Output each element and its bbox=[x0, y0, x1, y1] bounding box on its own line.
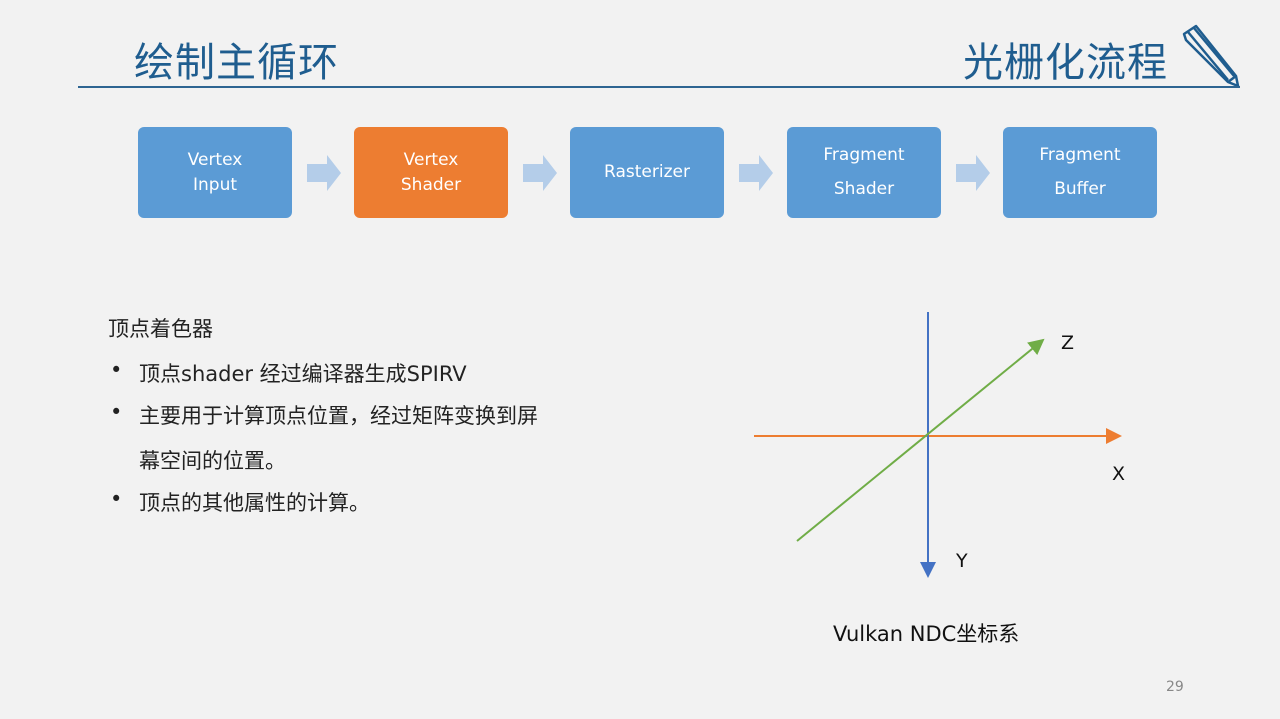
stage-label: Shader bbox=[833, 178, 895, 199]
bullet-text: 主要用于计算顶点位置，经过矩阵变换到屏 bbox=[139, 404, 538, 428]
stage-label: Vertex bbox=[403, 149, 459, 170]
bullet-dot: • bbox=[110, 358, 123, 382]
bullet-continuation: 幕空间的位置。 bbox=[139, 449, 286, 473]
content-heading: 顶点着色器 bbox=[108, 317, 213, 341]
stage-fragment-buffer: Fragment Buffer bbox=[1003, 127, 1157, 218]
title-divider bbox=[78, 86, 1240, 88]
diagram-caption: Vulkan NDC坐标系 bbox=[833, 622, 1020, 646]
flow-arrow-icon bbox=[523, 155, 557, 191]
page-number: 29 bbox=[1166, 679, 1184, 695]
stage-vertex-shader: Vertex Shader bbox=[354, 127, 508, 218]
stage-label: Input bbox=[192, 174, 238, 195]
stage-label: Fragment bbox=[1039, 145, 1121, 166]
bullet-text: 顶点shader 经过编译器生成SPIRV bbox=[139, 362, 467, 386]
y-axis-label: Y bbox=[956, 550, 968, 572]
stage-fragment-shader: Fragment Shader bbox=[787, 127, 941, 218]
z-axis-label: Z bbox=[1061, 332, 1075, 354]
stage-label: Shader bbox=[400, 174, 462, 195]
bullet-dot: • bbox=[110, 487, 123, 511]
stage-label: Rasterizer bbox=[604, 162, 690, 183]
x-axis-label: X bbox=[1112, 463, 1126, 485]
stage-rasterizer: Rasterizer bbox=[570, 127, 724, 218]
flow-arrow-icon bbox=[956, 155, 990, 191]
stage-label: Vertex bbox=[187, 149, 243, 170]
stage-vertex-input: Vertex Input bbox=[138, 127, 292, 218]
bullet-text: 顶点的其他属性的计算。 bbox=[139, 491, 370, 515]
slide-title: 绘制主循环 bbox=[134, 40, 339, 86]
z-axis bbox=[796, 338, 1045, 542]
section-title: 光栅化流程 bbox=[963, 40, 1168, 86]
stage-label: Fragment bbox=[823, 145, 905, 166]
flow-arrow-icon bbox=[307, 155, 341, 191]
stage-label: Buffer bbox=[1054, 178, 1106, 199]
flow-arrow-icon bbox=[739, 155, 773, 191]
bullet-dot: • bbox=[110, 400, 123, 424]
